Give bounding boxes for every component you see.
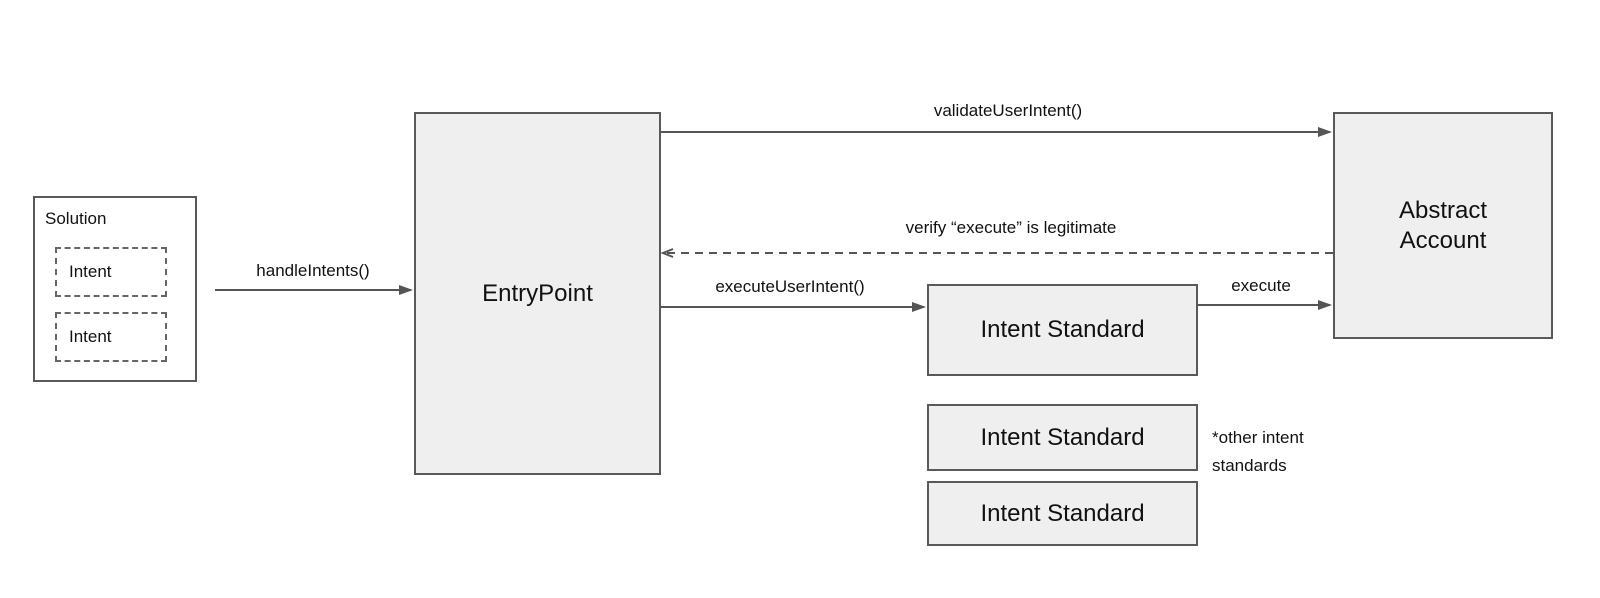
intent-box-1: Intent (55, 247, 167, 297)
intent-standard-label-1: Intent Standard (980, 316, 1145, 343)
abstract-account-label: Abstract Account (1398, 196, 1488, 254)
entrypoint-box: EntryPoint (414, 112, 661, 475)
entrypoint-label: EntryPoint (482, 279, 593, 307)
other-standards-note: *other intent standards (1212, 428, 1304, 476)
abstract-account-box: Abstract Account (1333, 112, 1553, 339)
solution-label: Solution (45, 209, 107, 228)
intent-standard-label-2: Intent Standard (980, 423, 1145, 451)
intent-standard-label-3: Intent Standard (980, 499, 1145, 527)
edge-label-validate-user-intent: validateUserIntent() (933, 101, 1083, 120)
intent-label-1: Intent (69, 262, 112, 282)
intent-standard-box-3: Intent Standard (927, 481, 1198, 546)
intent-box-2: Intent (55, 312, 167, 362)
edge-label-execute-user-intent: executeUserIntent() (715, 277, 865, 296)
intent-standard-box-1: Intent Standard (927, 284, 1198, 376)
intent-label-2: Intent (69, 327, 112, 347)
intent-standard-box-2: Intent Standard (927, 404, 1198, 471)
solution-box: Solution Intent Intent (33, 196, 197, 382)
edge-label-verify-execute: verify “execute” is legitimate (905, 218, 1117, 237)
edge-label-execute: execute (1231, 276, 1291, 295)
edge-label-handle-intents: handleIntents() (256, 261, 370, 280)
